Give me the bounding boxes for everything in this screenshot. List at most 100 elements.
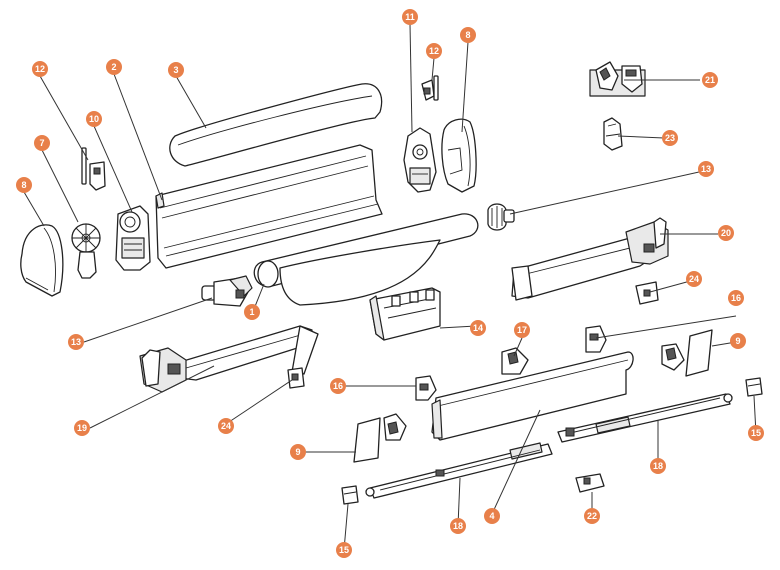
callout-badge-circle	[650, 458, 666, 474]
callout-badge-circle	[34, 135, 50, 151]
callout-9b: 9	[290, 444, 306, 460]
callout-badge-circle	[702, 72, 718, 88]
callout-badge-circle	[218, 418, 234, 434]
leader-lines	[23, 23, 757, 551]
callout-number: 21	[705, 75, 715, 85]
callout-badge-circle	[686, 271, 702, 287]
callout-number: 15	[339, 545, 349, 555]
plug-13a	[487, 203, 515, 231]
callout-number: 19	[77, 423, 87, 433]
callout-1: 1	[244, 304, 260, 320]
callout-number: 9	[735, 336, 740, 346]
callout-12b: 12	[32, 61, 48, 77]
callout-number: 22	[587, 511, 597, 521]
callout-badge-circle	[330, 378, 346, 394]
callout-13a: 13	[698, 161, 714, 177]
callout-8a: 8	[460, 27, 476, 43]
callout-number: 13	[701, 164, 711, 174]
callout-badge-circle	[32, 61, 48, 77]
callout-badge-circle	[290, 444, 306, 460]
callout-number: 14	[473, 323, 483, 333]
callout-badge-circle	[730, 333, 746, 349]
bracket-10	[115, 205, 151, 271]
callout-badge-circle	[336, 542, 352, 558]
callout-badge-circle	[748, 425, 764, 441]
callout-number: 12	[429, 46, 439, 56]
callout-21: 21	[702, 72, 718, 88]
callout-badge-circle	[402, 9, 418, 25]
callout-14: 14	[470, 320, 486, 336]
callout-number: 16	[731, 293, 741, 303]
callout-badge-circle	[484, 508, 500, 524]
cap-7	[71, 223, 101, 279]
callout-11: 11	[402, 9, 418, 25]
cap-9a	[661, 329, 713, 377]
cassette-2	[155, 144, 383, 269]
callout-badge-circle	[86, 111, 102, 127]
bracket-22	[575, 473, 605, 493]
lid-3	[169, 83, 383, 167]
callout-9a: 9	[730, 333, 746, 349]
callout-number: 24	[689, 274, 699, 284]
callout-18b: 18	[450, 518, 466, 534]
callout-17: 17	[514, 322, 530, 338]
callout-badge-circle	[662, 130, 678, 146]
cover-8a	[441, 118, 477, 193]
callout-3: 3	[168, 62, 184, 78]
callout-number: 13	[71, 337, 81, 347]
callout-number: 8	[465, 30, 470, 40]
callout-number: 4	[489, 511, 494, 521]
callout-badge-circle	[450, 518, 466, 534]
foot-15b	[341, 485, 359, 505]
callout-24a: 24	[686, 271, 702, 287]
callout-19: 19	[74, 420, 90, 436]
callout-10: 10	[86, 111, 102, 127]
callout-8b: 8	[16, 177, 32, 193]
callout-badge-circle	[718, 225, 734, 241]
hook-23	[603, 117, 623, 151]
foot-15a	[745, 377, 763, 397]
callout-number: 15	[751, 428, 761, 438]
drive-13b	[201, 275, 253, 307]
leg-18a	[365, 442, 553, 499]
cover-8b	[20, 224, 64, 297]
callout-badge-circle	[16, 177, 32, 193]
mount-14	[369, 287, 441, 341]
callout-number: 10	[89, 114, 99, 124]
clip-12b	[421, 75, 439, 101]
bar-4	[431, 351, 634, 441]
callout-number: 7	[39, 138, 44, 148]
callout-12a: 12	[426, 43, 442, 59]
clip-12a	[81, 147, 106, 191]
callout-number: 12	[35, 64, 45, 74]
callout-4: 4	[484, 508, 500, 524]
callout-badge-circle	[514, 322, 530, 338]
callout-number: 8	[21, 180, 26, 190]
callout-number: 3	[173, 65, 178, 75]
callout-number: 9	[295, 447, 300, 457]
callout-badge-circle	[426, 43, 442, 59]
callout-number: 20	[721, 228, 731, 238]
callout-number: 18	[453, 521, 463, 531]
callout-16b: 16	[330, 378, 346, 394]
clip-17	[501, 347, 529, 375]
fabric-1	[253, 213, 479, 306]
callout-number: 24	[221, 421, 231, 431]
callout-22: 22	[584, 508, 600, 524]
leg-18b	[557, 393, 733, 443]
callout-2: 2	[106, 59, 122, 75]
callout-badge-circle	[460, 27, 476, 43]
callout-15b: 15	[336, 542, 352, 558]
callout-badge-circle	[106, 59, 122, 75]
callout-badge-circle	[470, 320, 486, 336]
callout-badge-circle	[728, 290, 744, 306]
callout-number: 2	[111, 62, 116, 72]
kit-21	[589, 61, 646, 97]
callout-18a: 18	[650, 458, 666, 474]
callout-13b: 13	[68, 334, 84, 350]
callout-24b: 24	[218, 418, 234, 434]
endcap-16a	[585, 325, 607, 353]
